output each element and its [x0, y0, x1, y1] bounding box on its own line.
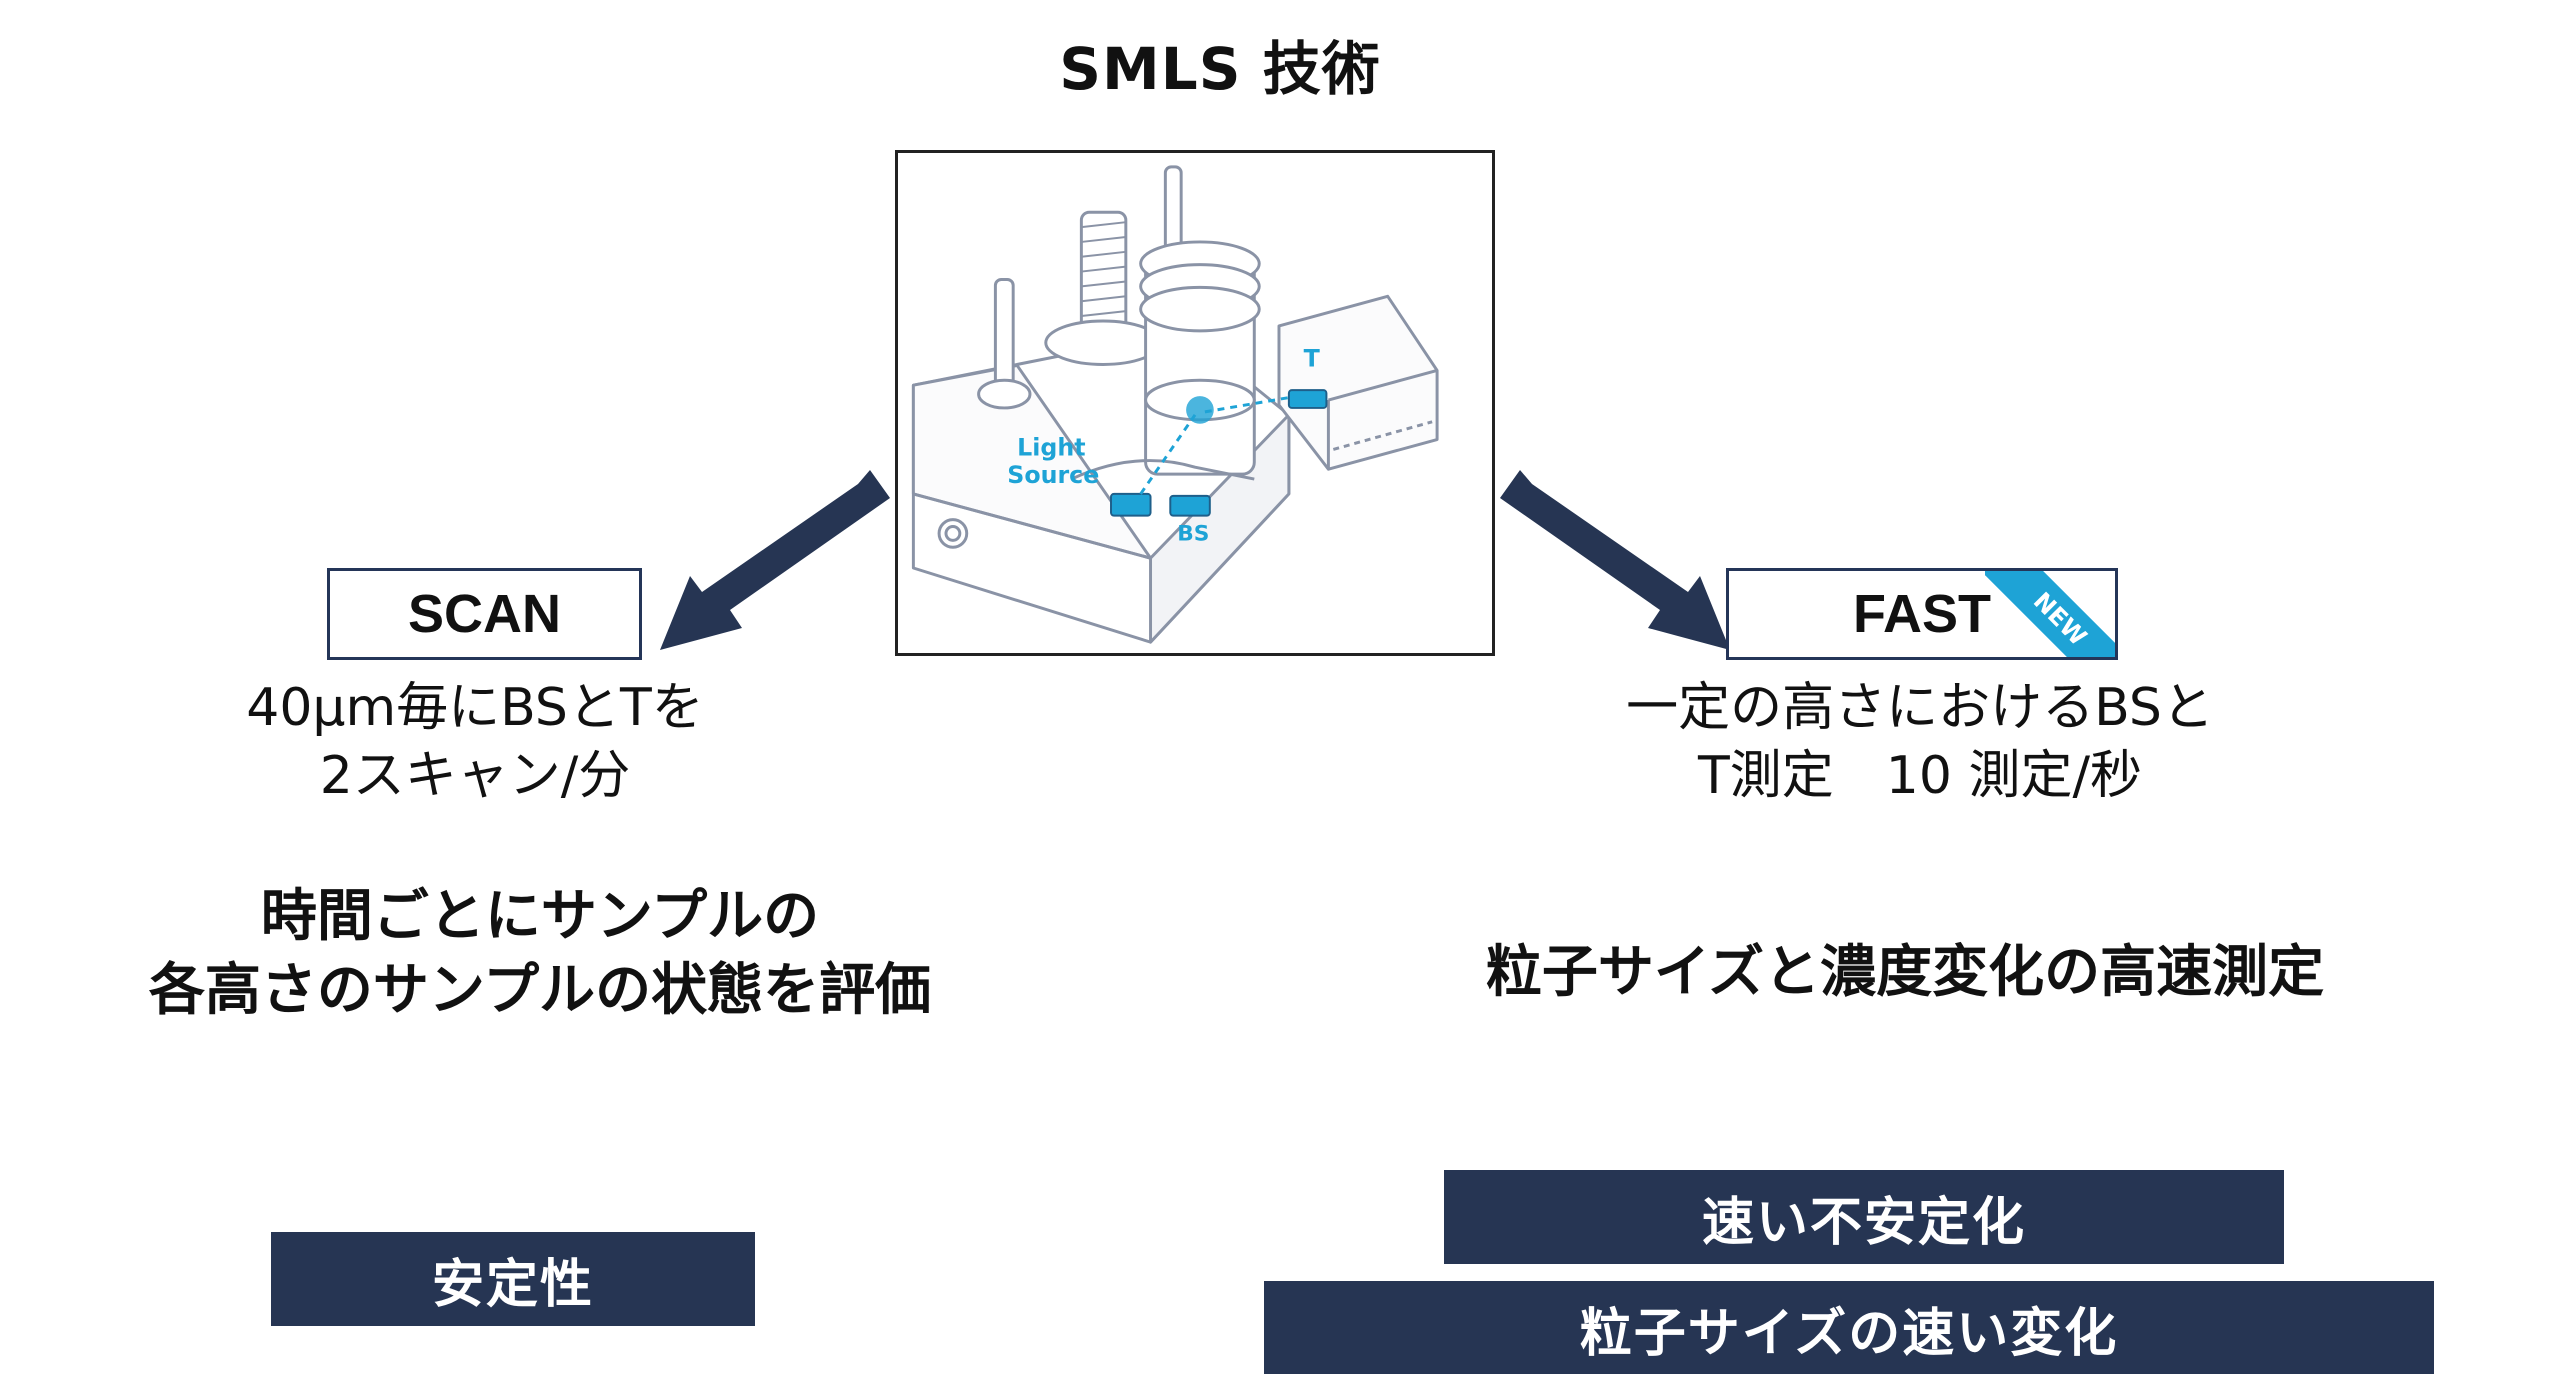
- tag-stability: 安定性: [271, 1232, 755, 1326]
- light-source-label-2: Source: [1007, 461, 1099, 489]
- light-source-label-1: Light: [1017, 433, 1085, 461]
- page-title: SMLS 技術: [1059, 35, 1381, 103]
- light-source-shape: [1110, 492, 1152, 517]
- fast-desc-line-1: 一定の高さにおけるBSと: [1626, 678, 2214, 738]
- smls-device-illustration: Light Source BS T: [895, 150, 1495, 656]
- arrow-to-fast-icon: [1500, 470, 1730, 650]
- fast-label: FAST: [1852, 584, 1991, 644]
- scan-label: SCAN: [407, 584, 561, 644]
- tag-fast-destabilization: 速い不安定化: [1444, 1170, 2284, 1264]
- arrow-to-scan-icon: [660, 470, 890, 650]
- scan-mode-box: SCAN: [327, 568, 642, 660]
- new-badge-text: NEW: [1985, 571, 2115, 657]
- fast-headline: 粒子サイズと濃度変化の高速測定: [1485, 940, 2325, 1005]
- bs-detector-shape: [1169, 494, 1211, 517]
- scan-description: 40µm毎にBSとTを 2スキャン/分: [150, 674, 800, 810]
- new-badge: NEW: [1985, 571, 2115, 657]
- fast-description: 一定の高さにおけるBSと T測定 10 測定/秒: [1560, 674, 2280, 810]
- scan-desc-line-1: 40µm毎にBSとTを: [246, 678, 704, 738]
- device-drawing: Light Source BS T: [911, 165, 1439, 644]
- scan-headline-line-2: 各高さのサンプルの状態を評価: [148, 958, 932, 1023]
- tag-fast-size-change: 粒子サイズの速い変化: [1264, 1281, 2434, 1374]
- fast-mode-box: FAST NEW: [1726, 568, 2118, 660]
- fast-desc-line-2: T測定 10 測定/秒: [1698, 746, 2142, 806]
- scan-headline-line-1: 時間ごとにサンプルの: [260, 884, 820, 949]
- scan-desc-line-2: 2スキャン/分: [319, 746, 631, 806]
- t-label: T: [1304, 344, 1321, 372]
- scan-headline: 時間ごとにサンプルの 各高さのサンプルの状態を評価: [60, 880, 1020, 1028]
- t-detector-shape: [1287, 389, 1328, 409]
- bs-label: BS: [1177, 521, 1209, 546]
